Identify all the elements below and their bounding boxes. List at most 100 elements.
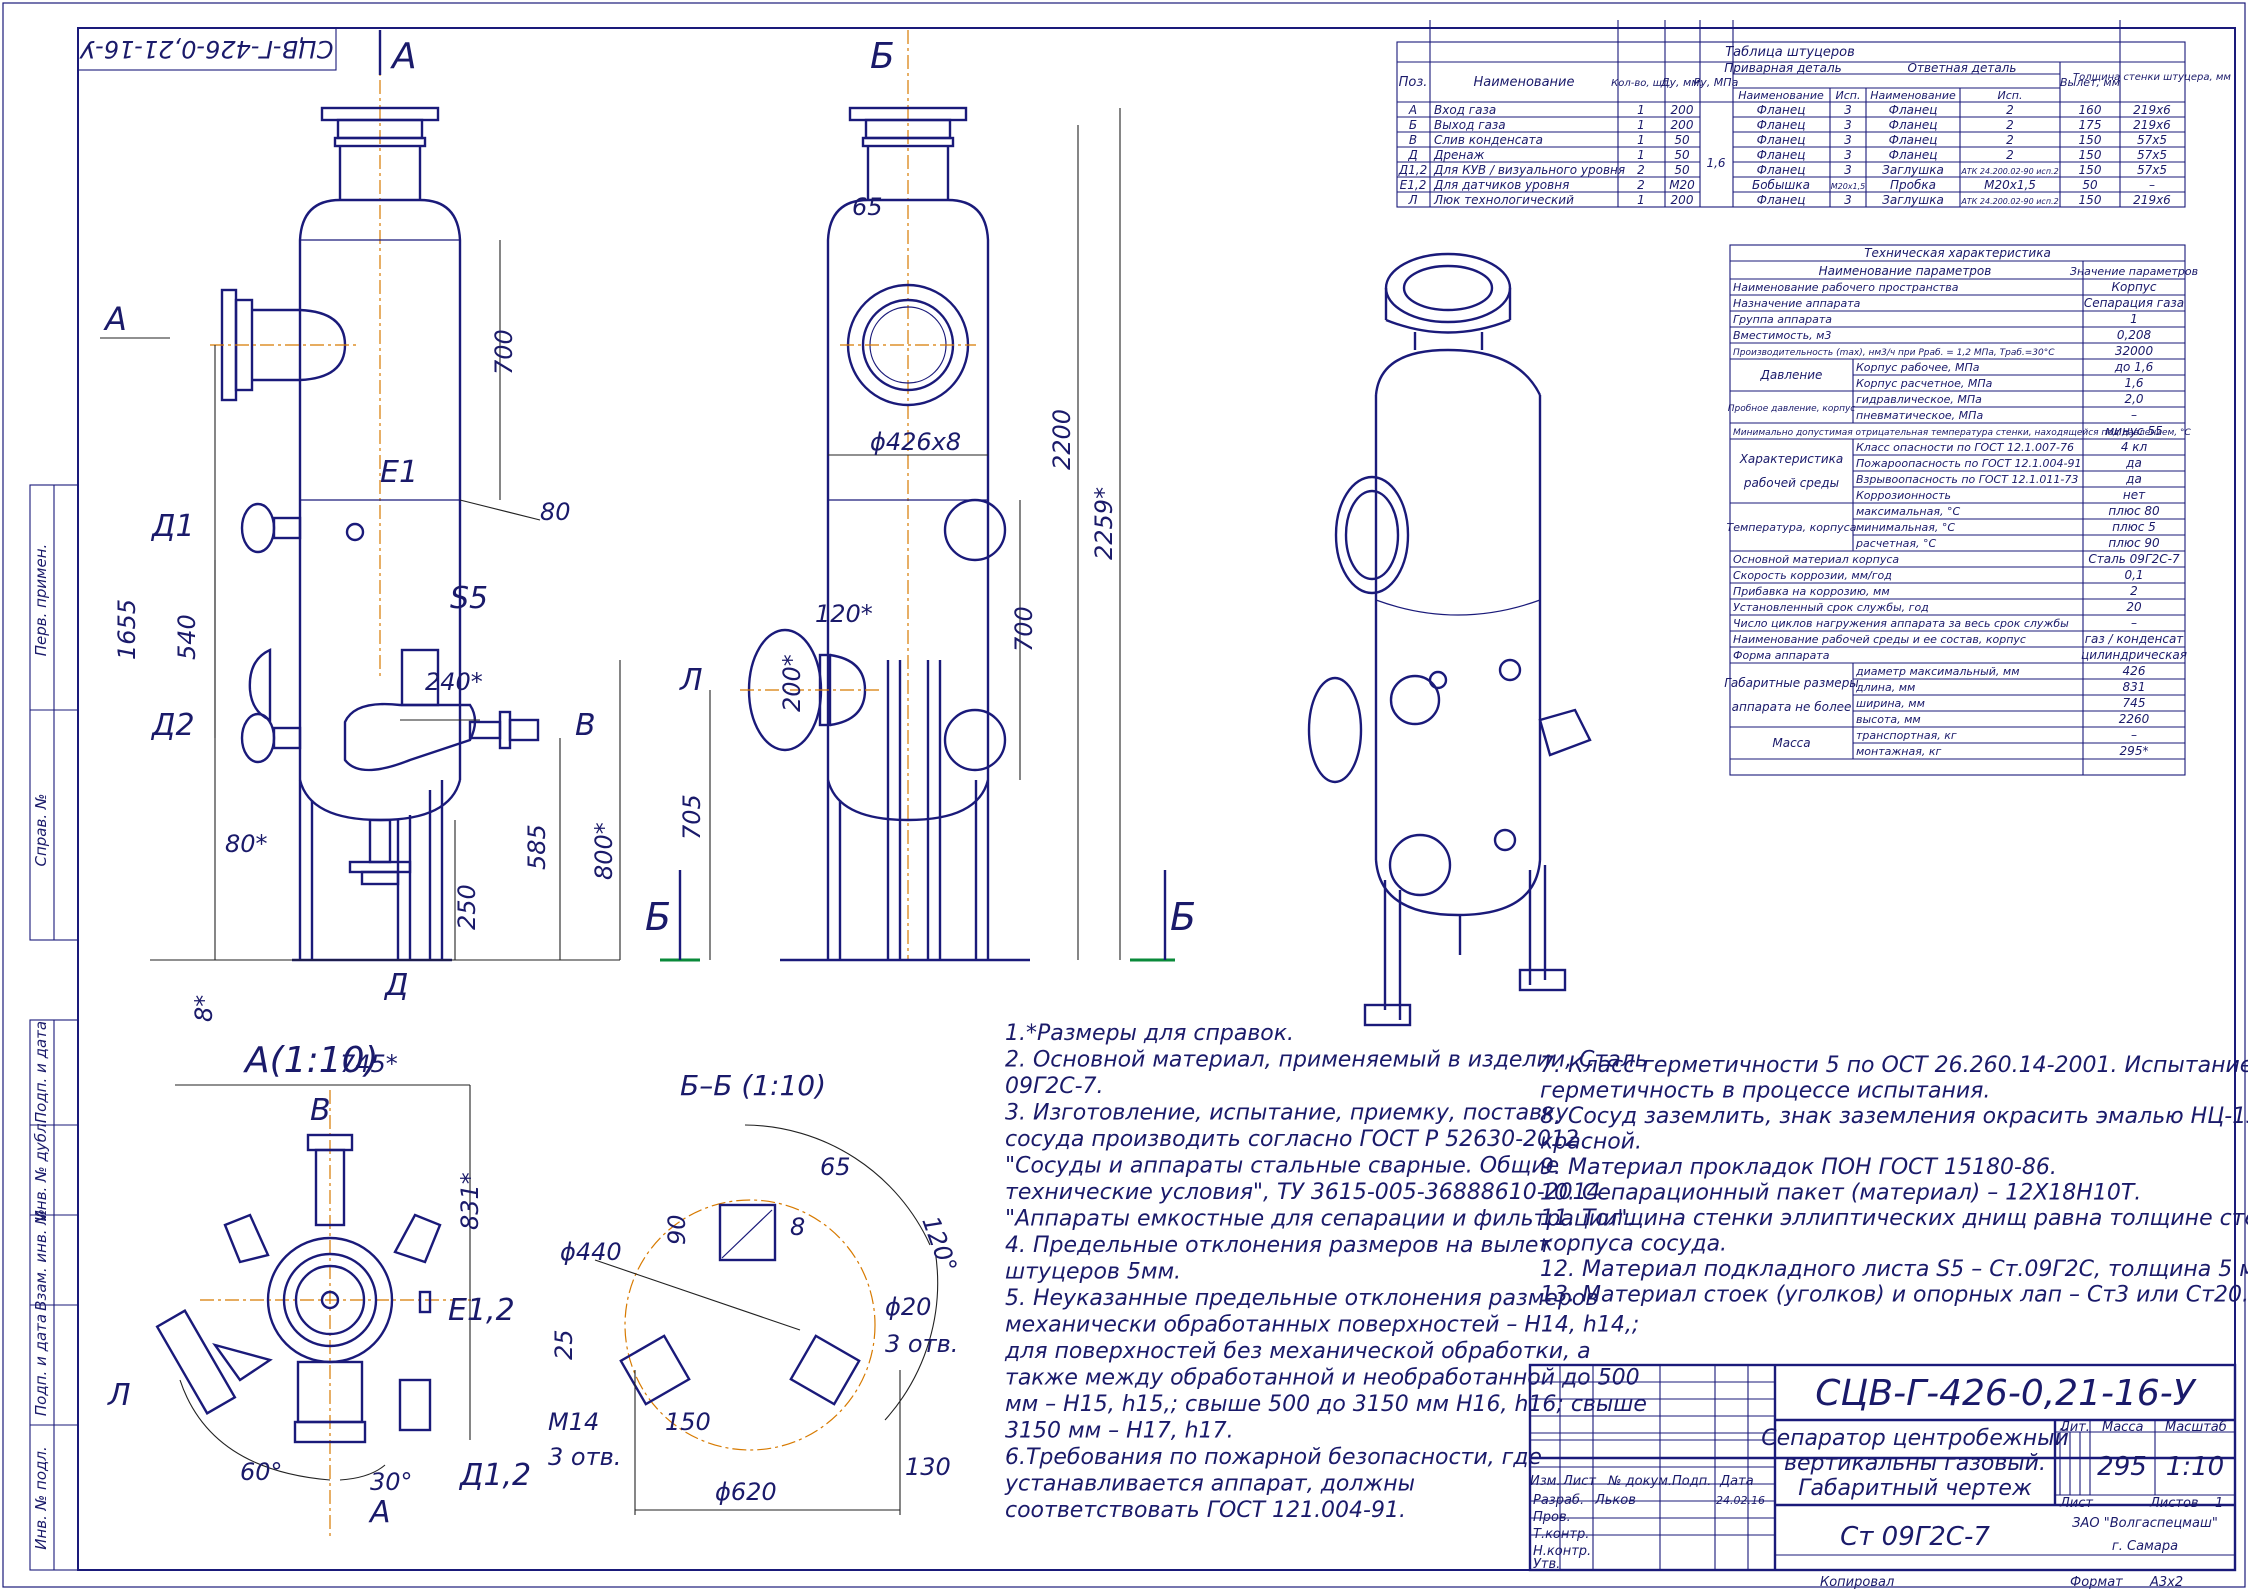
dim-250: 250: [453, 884, 481, 930]
title-line-3: Габаритный чертеж: [1798, 1476, 2032, 1501]
dim-m14: М14: [548, 1408, 599, 1436]
title-line-1: Сепаратор центробежный: [1761, 1426, 2069, 1451]
nozzle-cell: 219х6: [2133, 103, 2171, 117]
drawing-designation: СЦВ-Г-426-0,21-16-У: [1815, 1373, 2196, 1414]
tech-param: Прибавка на коррозию, мм: [1733, 585, 1890, 598]
note-right-line: 7. Класс герметичности 5 по ОСТ 26.260.1…: [1540, 1053, 2248, 1078]
nozzle-cell: Выход газа: [1434, 118, 1506, 132]
nozzle-cell: В: [1409, 133, 1417, 147]
note-left-line: штуцеров 5мм.: [1005, 1260, 1181, 1285]
dim-440: ϕ440: [560, 1238, 622, 1266]
dim-540: 540: [173, 614, 201, 660]
view-a-label-a: А: [368, 1495, 391, 1530]
note-left-line: устанавливается аппарат, должны: [1004, 1472, 1415, 1497]
nozzle-cell: 2: [2006, 148, 2014, 162]
nozzle-h-dn: Ду, мм.: [1660, 76, 1703, 89]
nozzle-cell: 175: [2079, 118, 2102, 132]
tech-param: Форма аппарата: [1733, 649, 1830, 662]
nozzle-cell: Фланец: [1757, 103, 1806, 117]
tech-param: Корпус рабочее, МПа: [1856, 361, 1980, 374]
nozzle-cell: М20: [1669, 178, 1695, 192]
nozzle-cell: 150: [2079, 193, 2102, 207]
label-e1: Е1: [380, 455, 418, 490]
tech-value: 0,1: [2124, 568, 2143, 582]
nozzle-cell: 3: [1844, 193, 1852, 207]
nozzle-cell: Вход газа: [1434, 103, 1496, 117]
nozzle-cell: –: [2149, 178, 2155, 192]
stamp-header-izm: Изм.: [1530, 1474, 1561, 1489]
nozzle-cell: 1: [1637, 118, 1645, 132]
tech-param: Наименование рабочего пространства: [1733, 281, 1959, 294]
note-right-line: красной.: [1540, 1130, 1642, 1155]
nozzle-cell: Фланец: [1757, 118, 1806, 132]
tech-col-param: Наименование параметров: [1819, 264, 1992, 278]
nozzle-cell: 50: [1674, 148, 1690, 162]
note-left-line: 3150 мм – H17, h17.: [1005, 1419, 1234, 1444]
tech-value: –: [2131, 408, 2137, 422]
tech-param: Пожароопасность по ГОСТ 12.1.004-91: [1856, 457, 2081, 470]
notes-right: 7. Класс герметичности 5 по ОСТ 26.260.1…: [1540, 1053, 2248, 1308]
tech-param: Группа аппарата: [1733, 313, 1832, 326]
front-label-a-top: А: [390, 36, 417, 77]
nozzle-cell: 200: [1671, 103, 1694, 117]
tech-value: плюс 5: [2112, 520, 2156, 534]
title-block: Изм. Лист № докум. Подп. Дата Разраб. Пр…: [1528, 1363, 2237, 1590]
nozzle-cell: Дренаж: [1433, 148, 1485, 162]
nozzle-cell: Фланец: [1889, 103, 1938, 117]
sheets-count: 1: [2215, 1496, 2223, 1511]
nozzle-cell: 3: [1844, 163, 1852, 177]
dim-65-section: 65: [820, 1153, 851, 1181]
dim-240: 240*: [425, 668, 483, 696]
side-label-b-left: Б: [645, 895, 671, 939]
note-left-line: соответствовать ГОСТ 121.004-91.: [1005, 1498, 1406, 1523]
nozzle-cell: Фланец: [1757, 148, 1806, 162]
tech-param: пневматическое, МПа: [1856, 409, 1983, 422]
role-approved: Утв.: [1533, 1557, 1560, 1572]
role-checker: Пров.: [1533, 1510, 1571, 1525]
tech-value: 1,6: [2124, 376, 2143, 390]
tech-param: Наименование рабочей среды и ее состав, …: [1733, 633, 2026, 646]
tech-value: плюс 80: [2108, 504, 2160, 518]
tech-value: да: [2125, 456, 2142, 470]
header-lit: Лит.: [2059, 1420, 2090, 1435]
nozzle-cell: 57х5: [2137, 133, 2167, 147]
dim-3-holes-b: 3 отв.: [548, 1443, 621, 1471]
nozzle-h-mate-isp: Исп.: [1998, 89, 2023, 102]
mirrored-designation: СЦВ-Г-426-0,21-16-У: [77, 27, 337, 71]
nozzle-cell: 3: [1844, 103, 1852, 117]
tech-param: Коррозионность: [1856, 489, 1951, 502]
tech-value: 4 кл: [2121, 440, 2148, 454]
nozzle-h-mate: Ответная деталь: [1908, 61, 2017, 75]
tech-param: диаметр максимальный, мм: [1855, 665, 2020, 678]
nozzle-cell: 50: [1674, 163, 1690, 177]
nozzle-cell: 150: [2079, 163, 2102, 177]
dim-8: 8*: [190, 995, 218, 1022]
tech-value: газ / конденсат: [2085, 632, 2185, 646]
nozzle-cell: 57х5: [2137, 163, 2167, 177]
nozzle-cell: 150: [2079, 148, 2102, 162]
note-left-line: "Сосуды и аппараты стальные сварные. Общ…: [1005, 1154, 1559, 1179]
tech-value: 0,208: [2117, 328, 2152, 342]
tech-value: 32000: [2115, 344, 2154, 358]
tech-value: 831: [2123, 680, 2146, 694]
nozzle-cell: 219х6: [2133, 193, 2171, 207]
label-s5: S5: [450, 581, 488, 616]
tech-table-title: Техническая характеристика: [1864, 246, 2051, 260]
role-norm-control: Н.контр.: [1533, 1544, 1591, 1559]
tech-group-test-pressure: Пробное давление, корпус: [1728, 404, 1856, 414]
side-stamp-inv-dup: Инв. № дубл.: [32, 1119, 50, 1222]
tech-param: Установленный срок службы, год: [1733, 601, 1929, 614]
tech-value: –: [2131, 616, 2137, 630]
sheet-label: Лист: [2059, 1496, 2093, 1511]
tech-value: нет: [2123, 488, 2146, 502]
nozzle-cell: АТК 24.200.02-90 исп.2: [1960, 197, 2058, 206]
dim-8-section: 8: [790, 1213, 805, 1241]
nozzle-h-name: Наименование: [1473, 75, 1574, 90]
material: Ст 09Г2С-7: [1840, 1522, 1990, 1552]
note-right-line: 11. Толщина стенки эллиптических днищ ра…: [1540, 1206, 2248, 1231]
note-left-line: 2. Основной материал, применяемый в изде…: [1005, 1048, 1648, 1073]
nozzle-h-reach: Вылет, мм: [2060, 76, 2120, 89]
